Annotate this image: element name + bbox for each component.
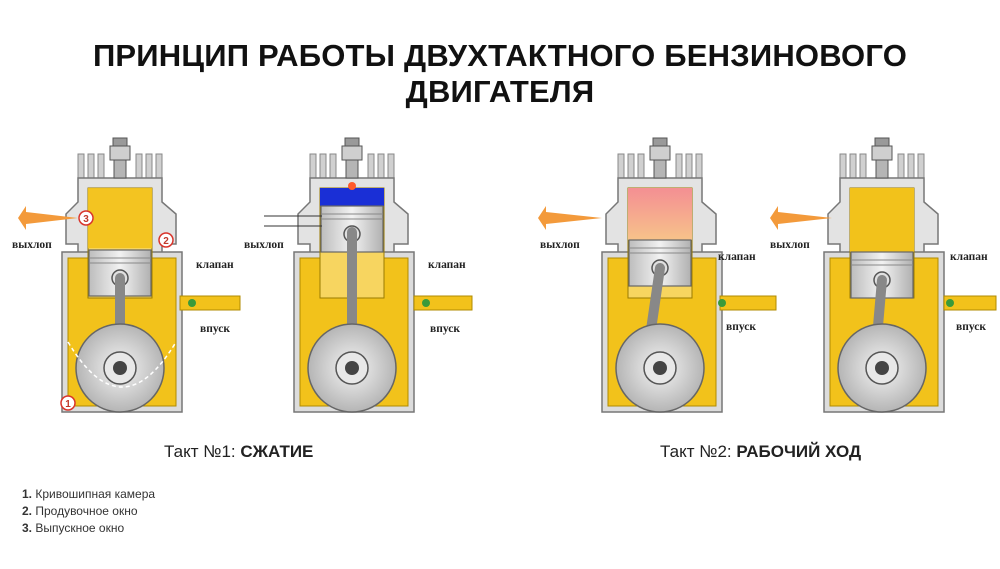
marker-2: 2	[158, 232, 174, 248]
marker-3: 3	[78, 210, 94, 226]
engine-1-crankcase-view	[61, 137, 183, 413]
engine-diagrams: 3 2 1 выхлоп клапан впуск выхлоп клапан …	[12, 137, 997, 413]
label-valve-1: клапан	[196, 259, 234, 271]
label-exhaust-2: выхлоп	[244, 239, 284, 251]
label-exhaust-3: выхлоп	[540, 239, 580, 251]
label-valve-2: клапан	[428, 259, 466, 271]
label-intake-3: впуск	[726, 321, 756, 333]
label-intake-1: впуск	[200, 323, 230, 335]
label-valve-3: клапан	[718, 251, 756, 263]
svg-text:3: 3	[83, 214, 89, 225]
exhaust-arrow-3	[538, 206, 602, 230]
engine-2-compression-view	[293, 137, 415, 413]
legend-item: 2. Продувочное окно	[22, 504, 138, 518]
stroke-2-caption: Такт №2: РАБОЧИЙ ХОД	[660, 442, 862, 461]
exhaust-arrow-1	[18, 206, 78, 230]
engine-3-combustion-view	[601, 137, 723, 413]
page-title: ПРИНЦИП РАБОТЫ ДВУХТАКТНОГО БЕНЗИНОВОГО …	[92, 38, 908, 109]
svg-text:1: 1	[65, 399, 71, 410]
legend: 1. Кривошипная камера 2. Продувочное окн…	[22, 486, 155, 537]
engine-4-exhaust-view	[823, 137, 945, 413]
label-valve-4: клапан	[950, 251, 988, 263]
exhaust-arrow-4	[770, 206, 832, 230]
svg-text:2: 2	[163, 236, 169, 247]
label-intake-2: впуск	[430, 323, 460, 335]
label-exhaust-1: выхлоп	[12, 239, 52, 251]
label-exhaust-4: выхлоп	[770, 239, 810, 251]
marker-1: 1	[60, 395, 76, 411]
stroke-1-caption: Такт №1: СЖАТИЕ	[164, 442, 314, 461]
legend-item: 1. Кривошипная камера	[22, 487, 156, 501]
legend-item: 3. Выпускное окно	[22, 521, 125, 535]
label-intake-4: впуск	[956, 321, 986, 333]
